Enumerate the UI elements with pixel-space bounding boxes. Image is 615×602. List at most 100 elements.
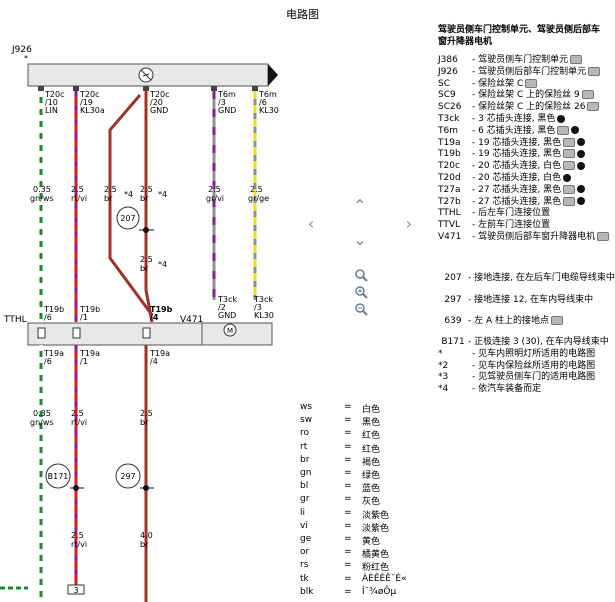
zoom-out-icon[interactable] (354, 302, 368, 316)
camera-icon[interactable] (563, 161, 576, 171)
conn-top-2-code: T20c (79, 90, 99, 99)
camera-icon[interactable] (563, 196, 576, 206)
camera-icon[interactable] (557, 125, 570, 135)
legend-item-desc: - 保险丝架 C 上的保险丝 9 (472, 90, 580, 101)
note-item: *- 见车内照明灯所适用的电路图 (438, 346, 595, 359)
color-code-row: li=淡紫色 (300, 507, 430, 521)
color-equals: = (344, 454, 352, 465)
scroll-down-button[interactable]: ⌄ (353, 230, 367, 249)
camera-icon[interactable] (525, 78, 538, 88)
w3a-note: *4 (124, 190, 133, 199)
color-name: 粉红色 (362, 563, 390, 574)
connector-icon[interactable] (577, 149, 586, 158)
color-name: 褐色 (362, 457, 381, 468)
camera-icon[interactable] (551, 316, 563, 325)
w2-top-size: 2.5 (71, 185, 84, 194)
zoom-in-icon[interactable] (354, 285, 368, 299)
note-code: * (438, 349, 443, 359)
color-code-row: gn=绿色 (300, 468, 430, 481)
tthl-pin-1-num: /6 (44, 313, 52, 322)
ref-box[interactable] (67, 584, 85, 595)
w2-bot2-color: rt/vi (71, 540, 87, 549)
ground-point-207[interactable] (116, 206, 140, 230)
scroll-up-button[interactable]: ⌃ (353, 196, 367, 215)
ground-legend-item: 297- 接地连接 12, 在车内导线束中 (438, 292, 593, 305)
w5-size: 2.5 (250, 185, 263, 194)
legend-item: V471- 驾驶员侧后部车窗升降器电机 (438, 229, 610, 242)
camera-icon[interactable] (563, 184, 576, 194)
color-code-row: blk=Î¨¾øÔµ (300, 587, 430, 599)
w1-bot-size: 0.35 (33, 409, 51, 418)
color-name: 绿色 (362, 471, 381, 481)
zoom-search-icon[interactable] (354, 268, 368, 282)
connector-icon[interactable] (577, 185, 586, 194)
connection-point-b171[interactable] (45, 463, 71, 489)
color-equals: = (344, 573, 352, 584)
color-code: li (300, 507, 306, 518)
ground-point-297[interactable] (115, 463, 141, 489)
ground-legend-desc: - 接地连接, 在左后车门电缆导线束中 (468, 273, 615, 283)
color-name: ÀÈÊÉÊ¯É« (362, 573, 407, 584)
color-equals: = (344, 428, 352, 439)
color-code-row: vi=淡紫色 (300, 521, 430, 534)
connector-icon[interactable] (577, 138, 586, 147)
v471-label: V471 (180, 315, 203, 325)
wire-brown-main[interactable] (144, 91, 154, 323)
v471-pin-2-code: T3ck (253, 295, 273, 304)
camera-icon[interactable] (597, 232, 610, 241)
w1-bot-color: gn/ws (30, 418, 54, 427)
camera-icon[interactable] (563, 137, 576, 147)
v471-motor-box[interactable] (201, 322, 273, 346)
ref-box-label: 3 (73, 586, 78, 595)
next-page-button[interactable]: › (405, 214, 413, 233)
w1-top-color: gn/ws (30, 194, 54, 203)
note-item: *4- 依汽车装备而定 (438, 381, 541, 394)
legend-item-code: T19b (438, 149, 461, 160)
conn-top-3-code: T20c (149, 90, 169, 99)
color-code-row: rt=红色 (300, 442, 430, 455)
legend-item-desc: - 27 芯插头连接, 黑色 (472, 184, 562, 195)
connector-icon[interactable] (577, 197, 586, 206)
page-title: 电路图 (286, 8, 319, 21)
tthl-bpin-1-code: T19a (43, 349, 64, 358)
legend-item-code: T20d (438, 173, 461, 183)
tthl-bpin-2-code: T19a (79, 349, 100, 358)
color-code-row: ws=白色 (300, 402, 430, 415)
legend-item-code: TTHL (438, 208, 461, 219)
camera-icon[interactable] (587, 102, 600, 112)
legend-item-desc: - 3 芯插头连接, 黑色 (472, 114, 556, 124)
connector-icon[interactable] (563, 173, 572, 182)
conn-top-5-code: T6m (258, 90, 277, 99)
connection-point-b171-label: B171 (48, 472, 69, 481)
connector-icon[interactable] (577, 161, 586, 170)
color-code: rs (300, 560, 309, 571)
color-name: Î¨¾øÔµ (362, 586, 397, 597)
camera-icon[interactable] (570, 55, 583, 64)
camera-icon[interactable] (588, 66, 601, 76)
connector-icon[interactable] (571, 126, 580, 135)
color-code: gr (300, 494, 310, 505)
w3-bot1-size: 2.5 (140, 409, 153, 418)
color-equals: = (344, 402, 352, 412)
w3-bot2-size: 4.0 (140, 531, 153, 540)
camera-icon[interactable] (563, 149, 576, 159)
legend-item-desc: - 驾驶员侧后部车门控制单元 (472, 66, 587, 77)
tthl-pin-1-code: T19b (43, 305, 64, 314)
legend-item: J926- 驾驶员侧后部车门控制单元 (438, 64, 601, 77)
connector-icon[interactable] (557, 114, 566, 123)
wire-brown-branch[interactable] (108, 94, 154, 316)
conn-top-4-sig: GND (218, 106, 236, 115)
tthl-pin-3-code: T19b (150, 305, 173, 314)
legend-item: T19b- 19 芯插头连接, 黑色 (438, 146, 586, 160)
w3c-size: 2.5 (140, 255, 153, 264)
legend-item-code: SC (438, 78, 450, 89)
legend-item-code: T27b (438, 196, 461, 207)
camera-icon[interactable] (581, 90, 594, 100)
prev-page-button[interactable]: ‹ (307, 214, 315, 233)
color-code: br (300, 454, 310, 465)
color-code: ge (300, 534, 312, 544)
color-equals: = (344, 586, 352, 597)
conn-top-4-code: T6m (217, 90, 236, 99)
legend-item-desc: - 6 芯插头连接, 黑色 (472, 125, 556, 136)
